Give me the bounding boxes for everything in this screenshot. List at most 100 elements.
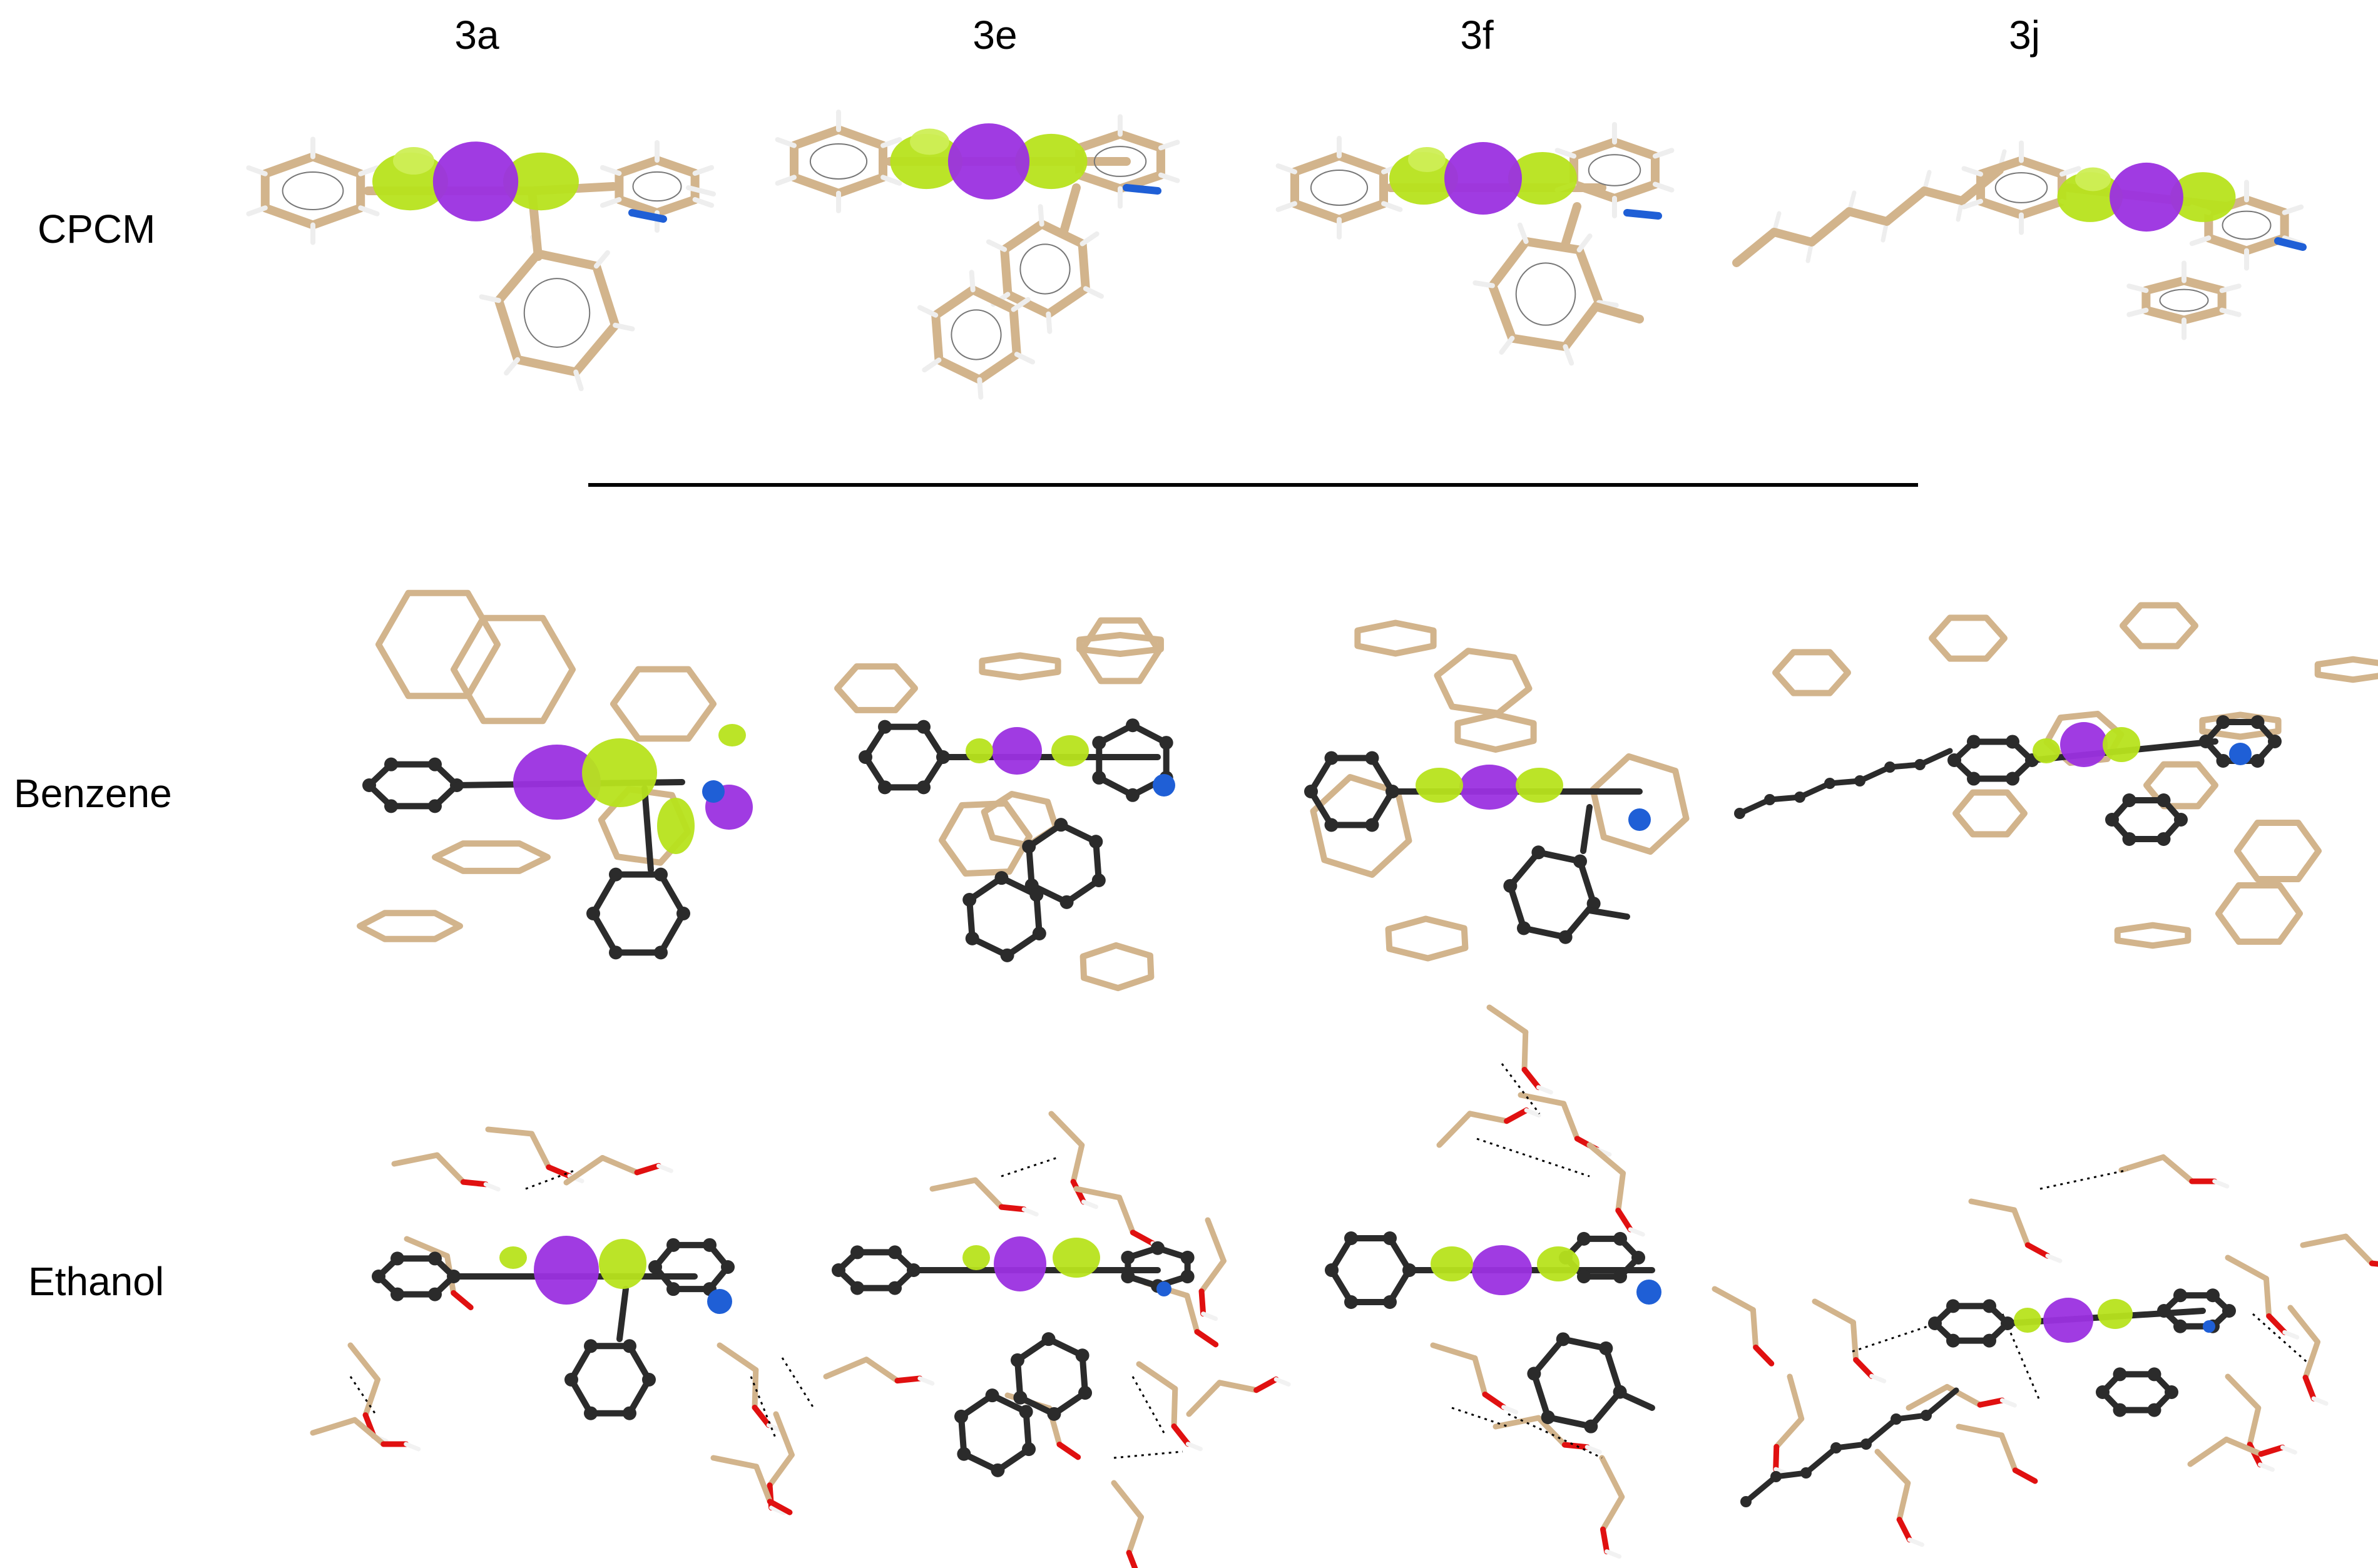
ethanol-bond: [1111, 1480, 1145, 1520]
ball-stick-bond: [1577, 858, 1597, 907]
hydrogen-stick: [986, 239, 1008, 252]
hydrogen-bond: [349, 1376, 377, 1415]
carbon-atom: [1047, 1407, 1061, 1421]
ethanol-oxygen-bond: [1130, 1229, 1156, 1246]
ethanol-oxygen-bond: [1126, 1550, 1138, 1568]
ethanol-hydrogen: [2045, 1253, 2063, 1263]
benzene-solvent-ring: [2199, 711, 2282, 740]
ethanol-bond: [1773, 1415, 1805, 1450]
ethanol-bond: [434, 1152, 466, 1185]
hydrogen-stick: [1046, 311, 1053, 334]
orbital-positive-lobe: [2098, 1299, 2133, 1329]
orbital-negative-lobe: [2110, 162, 2183, 232]
carbon-atom: [2173, 1319, 2187, 1333]
carbon-atom: [676, 907, 690, 920]
ethanol-bond: [863, 1357, 901, 1384]
carbon-atom: [584, 1339, 598, 1353]
hydrogen-stick: [969, 270, 976, 293]
orbital-positive-lobe: [2033, 738, 2060, 763]
ball-stick-bond: [1544, 1414, 1595, 1430]
ethanol-bond: [717, 1342, 759, 1373]
hydrogen-bond: [1001, 1156, 1058, 1178]
benzene-solvent-ring: [939, 800, 1033, 877]
carbon-atom: [1613, 1231, 1627, 1246]
ball-stick-bond: [1520, 925, 1569, 940]
benzene-solvent-ring: [1434, 648, 1533, 716]
ball-stick-bond: [1615, 1389, 1655, 1411]
ethanol-bond: [1812, 1298, 1856, 1326]
carbon-atom: [1092, 770, 1106, 785]
hydrogen-stick: [2059, 166, 2081, 177]
carbon-atom: [609, 867, 623, 882]
carbon-atom: [850, 1281, 864, 1295]
carbon-atom: [2147, 1403, 2161, 1417]
ethanol-hydrogen: [2257, 1462, 2275, 1472]
ball-stick-bond: [590, 871, 619, 917]
aromatic-ring-stick: [789, 125, 888, 198]
aromatic-ring-stick: [615, 156, 700, 217]
ethanol-oxygen-bond: [1977, 1397, 2005, 1408]
carbon-atom: [859, 750, 872, 764]
carbon-atom: [1516, 921, 1531, 935]
carbon-atom: [1180, 1250, 1195, 1265]
hydrogen-stick: [1275, 163, 1297, 175]
hydrogen-stick: [246, 205, 268, 216]
atom-ball: [1764, 794, 1775, 805]
ethanol-bond: [1874, 1448, 1911, 1486]
orbital-negative-lobe: [1472, 1245, 1532, 1295]
column-label-3e: 3e: [972, 13, 1017, 58]
orbital-negative-lobe: [534, 1236, 599, 1305]
carbon-atom: [584, 1406, 598, 1420]
carbon-atom: [1121, 1270, 1135, 1284]
ethanol-bond: [1486, 1004, 1529, 1036]
carbon-atom: [888, 1245, 902, 1260]
carbon-atom: [1577, 1231, 1591, 1246]
ethanol-oxygen-bond: [1253, 1376, 1279, 1393]
orbital-positive-lobe: [718, 724, 746, 746]
benzene-3j-cluster: [1734, 602, 2378, 949]
carbon-atom: [1558, 930, 1573, 944]
ethanol-hydrogen: [483, 1182, 501, 1192]
hydrogen-stick: [977, 377, 984, 400]
ethanol-bond: [2263, 1276, 2272, 1319]
orbital-positive-lobe: [1051, 735, 1089, 766]
bond-stick: [1591, 302, 1644, 323]
ethanol-hydrogen: [2282, 1330, 2300, 1340]
hydrogen-bond: [1852, 1325, 1928, 1353]
carbon-atom: [1584, 1419, 1598, 1433]
carbon-atom: [428, 1251, 442, 1266]
carbon-atom: [1383, 1231, 1397, 1245]
ethanol-bond: [1073, 1186, 1123, 1201]
benzene-solvent-ring: [1354, 619, 1437, 657]
ethanol-bond: [2160, 1154, 2195, 1184]
aromatic-ring-circle: [2159, 288, 2209, 312]
ethanol-bond: [563, 1154, 606, 1186]
carbon-atom: [878, 780, 892, 795]
carbon-atom: [850, 1245, 864, 1260]
ethanol-bond: [2300, 1233, 2349, 1248]
ethanol-oxygen-bond: [2302, 1375, 2317, 1402]
ethanol-bond: [1956, 1423, 2005, 1438]
ethanol-bond: [1136, 1361, 1178, 1392]
orbital-positive-lobe: [2170, 172, 2236, 222]
carbon-atom: [1527, 1367, 1541, 1381]
hydrogen-stick: [600, 197, 622, 208]
ball-stick-bond: [1603, 1345, 1623, 1395]
hydrogen-stick: [880, 175, 902, 186]
hydrogen-stick: [686, 185, 716, 196]
hydrogen-bond: [1131, 1376, 1165, 1433]
ethanol-bond: [1968, 1198, 2018, 1213]
ethanol-oxygen-bond: [894, 1375, 923, 1384]
hydrogen-stick: [1038, 204, 1044, 227]
nitrogen-bond: [2274, 237, 2307, 251]
carbon-atom: [2156, 832, 2171, 846]
carbon-atom: [994, 871, 1009, 885]
hydrogen-bond: [525, 1169, 576, 1190]
bond-stick: [1845, 207, 1891, 226]
ethanol-hydrogen: [1201, 1311, 1218, 1321]
carbon-atom: [1325, 1263, 1339, 1277]
hydrogen-stick: [1079, 231, 1100, 247]
aromatic-ring-circle: [1994, 172, 2048, 203]
cpcm-3a-molecule: [246, 136, 716, 392]
carbon-atom: [362, 778, 376, 792]
